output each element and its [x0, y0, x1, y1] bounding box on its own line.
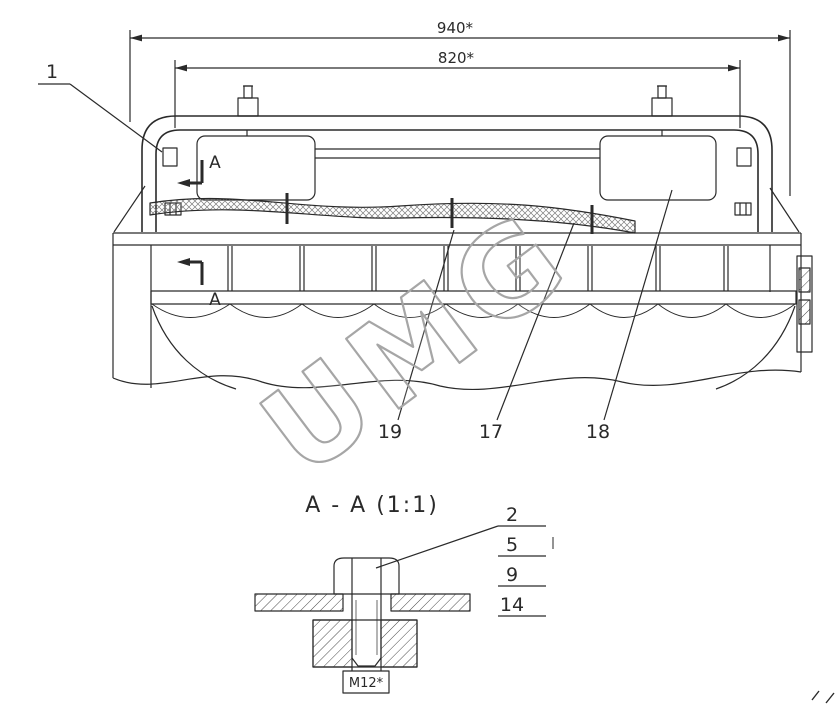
mount-post-right: [651, 85, 673, 136]
section-plate-left: [254, 593, 344, 612]
callout-clamp-label: 19: [378, 421, 402, 443]
handle-frame: [141, 115, 773, 232]
frame-lug-right: [736, 147, 752, 167]
frame-lug-left: [162, 147, 178, 167]
callout-clamp: 19: [378, 229, 455, 443]
section-callout-9: 9: [506, 564, 518, 586]
section-callout-14: 14: [500, 594, 524, 616]
edge-detail-right: [796, 255, 813, 353]
section-callout-stack: 2 5 9 14: [375, 504, 554, 617]
hose-clamps: [285, 193, 594, 234]
junction-box-left: [196, 135, 316, 201]
break-line: [112, 369, 802, 390]
section-mark-bottom: [177, 258, 204, 285]
tamper-bar: [150, 290, 797, 305]
section-letter-bottom: A: [209, 290, 221, 310]
scallop-arcs: [151, 303, 796, 318]
sweep-curve-right: [715, 305, 796, 390]
sweep-curve-left: [151, 305, 237, 390]
dim-overall-label: 940*: [437, 19, 474, 37]
section-view: A - A (1:1): [254, 493, 554, 694]
corner-marks: [811, 690, 835, 704]
callout-plate: 18: [586, 189, 673, 443]
hose-end-bolt-right: [734, 202, 752, 216]
section-callout-2: 2: [506, 504, 518, 526]
callout-hose: 17: [479, 222, 575, 443]
junction-box-right: [599, 135, 717, 201]
callout-frame: 1: [38, 61, 163, 153]
screed-body: [112, 185, 802, 390]
thread-label: M12*: [349, 676, 384, 691]
section-leader: [375, 525, 499, 569]
heating-hose: [149, 197, 636, 234]
callout-plate-label: 18: [586, 421, 610, 443]
section-title: A - A (1:1): [305, 493, 439, 518]
callout-frame-label: 1: [46, 61, 58, 83]
main-view: 940* 820*: [38, 19, 835, 704]
nut-block: [312, 619, 418, 668]
thread-callout: M12*: [342, 667, 390, 694]
dimension-inner: 820*: [174, 49, 741, 128]
dimension-overall: 940*: [129, 19, 791, 196]
section-letter-top: A: [209, 153, 221, 173]
bolt-shank: [351, 594, 382, 667]
dim-inner-label: 820*: [438, 49, 475, 67]
callout-hose-label: 17: [479, 421, 503, 443]
mount-post-left: [237, 85, 259, 136]
ribs: [227, 246, 729, 291]
section-plate-right: [390, 593, 471, 612]
section-mark-top: [177, 160, 204, 187]
watermark: UMG: [238, 184, 597, 503]
section-callout-5: 5: [506, 534, 518, 556]
bolt-head: [333, 557, 400, 595]
